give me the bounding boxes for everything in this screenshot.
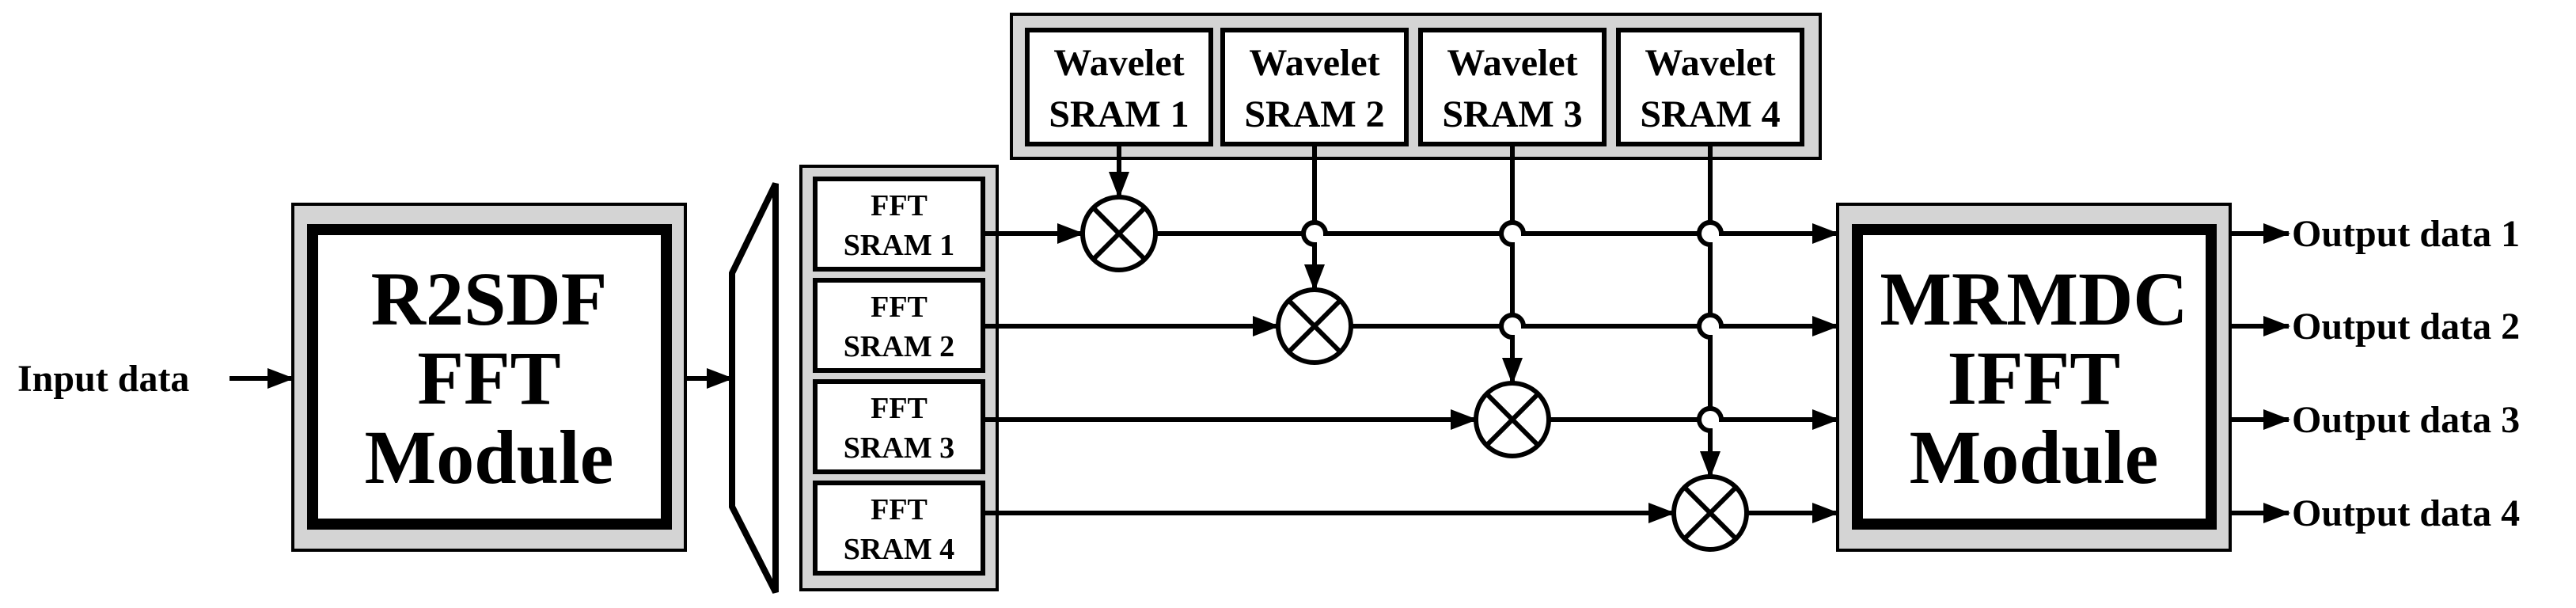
ifft-module-line2: IFFT — [1948, 336, 2121, 420]
fft-sram-bank: FFT SRAM 1 FFT SRAM 2 FFT SRAM 3 FFT SRA… — [799, 165, 999, 591]
wavelet-sram-3-line1: Wavelet — [1447, 42, 1577, 84]
ifft-module-line1: MRMDC — [1880, 256, 2187, 341]
multiplier-2 — [1276, 287, 1353, 365]
wavelet-sram-4-line2: SRAM 4 — [1640, 93, 1780, 135]
fft-sram-3-line2: SRAM 3 — [844, 431, 954, 465]
fft-sram-4-line2: SRAM 4 — [844, 533, 954, 566]
wavelet-sram-4 — [1616, 28, 1804, 146]
multiplier-3-cross-b — [1485, 392, 1540, 447]
multiplier-3 — [1474, 381, 1551, 458]
multiplier-4 — [1671, 474, 1749, 552]
multiplier-4-cross-b — [1683, 485, 1738, 541]
output-data-4-label: Output data 4 — [2292, 492, 2520, 534]
wavelet-sram-2-line1: Wavelet — [1249, 42, 1379, 84]
fft-sram-1 — [813, 177, 985, 272]
fft-module-line1: R2SDF — [371, 256, 608, 341]
lane-1-out — [1155, 220, 1839, 244]
output-data-2-label: Output data 2 — [2292, 306, 2520, 348]
wavelet-sram-3-line2: SRAM 3 — [1442, 93, 1582, 135]
multiplier-2-cross-b — [1287, 298, 1342, 354]
fft-sram-4-line1: FFT — [871, 493, 928, 526]
fft-sram-3-line1: FFT — [871, 392, 928, 425]
fft-module-line3: Module — [365, 415, 614, 500]
signal-wires — [983, 144, 1839, 523]
wavelet-sram-2-line2: SRAM 2 — [1244, 93, 1384, 135]
wavelet-feed-4 — [1697, 144, 1720, 478]
wavelet-sram-4-line1: Wavelet — [1645, 42, 1775, 84]
output-data-3-label: Output data 3 — [2292, 399, 2520, 441]
fft-sram-4 — [813, 481, 985, 576]
output-data-1-label: Output data 1 — [2292, 213, 2520, 255]
wavelet-sram-bank: Wavelet SRAM 1 Wavelet SRAM 2 Wavelet SR… — [1010, 13, 1822, 160]
wavelet-feed-3 — [1499, 144, 1523, 385]
wavelet-sram-1-line1: Wavelet — [1053, 42, 1184, 84]
fft-module-line2: FFT — [417, 336, 560, 420]
ifft-module-line3: Module — [1910, 415, 2159, 500]
fft-sram-1-line2: SRAM 1 — [844, 229, 954, 262]
demultiplexer — [729, 182, 779, 594]
fft-sram-1-line1: FFT — [871, 189, 928, 222]
fft-sram-2-line2: SRAM 2 — [844, 330, 954, 363]
wavelet-feed-2 — [1301, 144, 1325, 291]
lane-3-out — [1549, 406, 1839, 430]
fft-sram-3 — [813, 379, 985, 474]
wavelet-sram-1-line2: SRAM 1 — [1049, 93, 1189, 135]
fft-sram-2-line1: FFT — [871, 291, 928, 324]
multiplier-1 — [1080, 195, 1158, 272]
ifft-module: MRMDC IFFT Module — [1836, 203, 2232, 552]
lane-2-out — [1351, 313, 1839, 336]
fft-module: R2SDF FFT Module — [291, 203, 687, 552]
multiplier-1-cross-b — [1091, 206, 1147, 261]
input-data-label: Input data — [17, 358, 189, 400]
multipliers — [1080, 195, 1749, 552]
